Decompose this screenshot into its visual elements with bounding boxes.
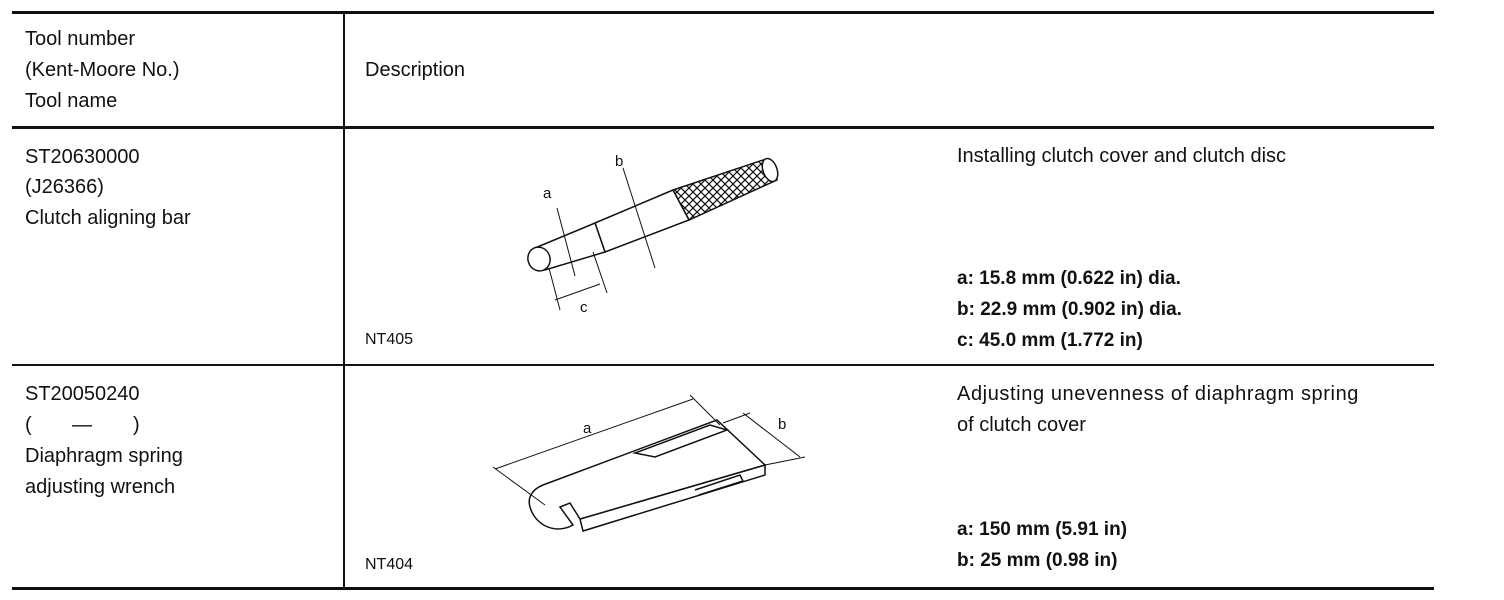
spec-a: a: 15.8 mm (0.622 in) dia. xyxy=(957,268,1181,289)
diaphragm-spring-wrench-illustration: a b xyxy=(492,394,806,532)
header-tool-number: Tool number xyxy=(25,28,136,50)
header-bottom-rule xyxy=(12,126,1434,129)
tool-name-line-2: adjusting wrench xyxy=(25,476,176,498)
header-kent-moore: (Kent-Moore No.) xyxy=(25,59,180,81)
table-bottom-rule xyxy=(12,587,1434,590)
figure-label-b: b xyxy=(615,153,623,170)
figure-label-c: c xyxy=(580,299,588,316)
tool-number: ST20630000 xyxy=(25,146,140,168)
figure-label-b: b xyxy=(778,416,786,433)
kent-moore-dash: — xyxy=(72,414,92,436)
header-description: Description xyxy=(365,59,466,81)
description-line-1: Adjusting unevenness of diaphragm spring xyxy=(957,383,1360,405)
spec-a: a: 150 mm (5.91 in) xyxy=(957,519,1128,540)
spec-b: b: 22.9 mm (0.902 in) dia. xyxy=(957,299,1182,320)
kent-moore-open: ( xyxy=(25,414,32,436)
spec-b: b: 25 mm (0.98 in) xyxy=(957,550,1118,571)
header-tool-name: Tool name xyxy=(25,90,118,112)
tool-name: Clutch aligning bar xyxy=(25,207,191,229)
row-divider-rule xyxy=(12,364,1434,366)
tool-number: ST20050240 xyxy=(25,383,140,405)
figure-label-a: a xyxy=(543,185,552,202)
kent-moore-close: ) xyxy=(133,414,140,436)
clutch-aligning-bar-illustration: a b c xyxy=(527,153,779,316)
column-divider xyxy=(343,12,345,590)
table-top-rule xyxy=(12,11,1434,14)
figure-code: NT405 xyxy=(365,331,414,348)
description-text: Installing clutch cover and clutch disc xyxy=(957,145,1287,167)
figure-code: NT404 xyxy=(365,556,414,573)
tool-name-line-1: Diaphragm spring xyxy=(25,445,183,467)
spec-c: c: 45.0 mm (1.772 in) xyxy=(957,330,1143,351)
kent-moore-number: (J26366) xyxy=(25,176,104,198)
description-line-2: of clutch cover xyxy=(957,414,1086,436)
figure-label-a: a xyxy=(583,420,592,437)
